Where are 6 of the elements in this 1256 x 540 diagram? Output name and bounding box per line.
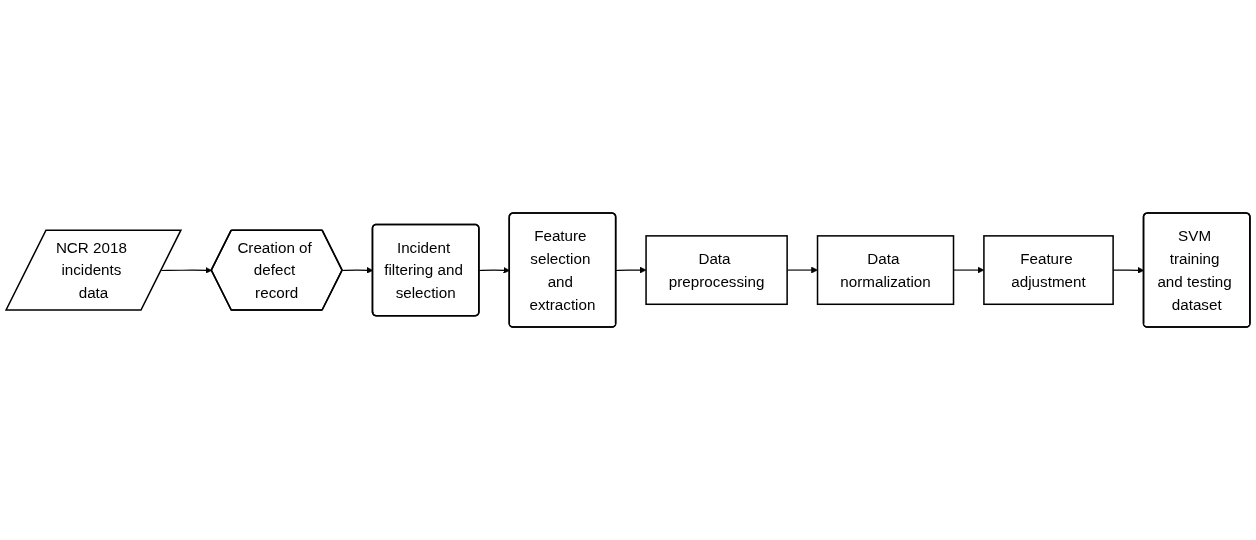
node-box: Feature adjustment bbox=[983, 235, 1114, 305]
arrow bbox=[478, 266, 510, 274]
node-box: Data normalization bbox=[816, 235, 955, 305]
node-box: Data preprocessing bbox=[645, 235, 788, 305]
arrow bbox=[160, 266, 212, 274]
arrow bbox=[615, 266, 647, 274]
